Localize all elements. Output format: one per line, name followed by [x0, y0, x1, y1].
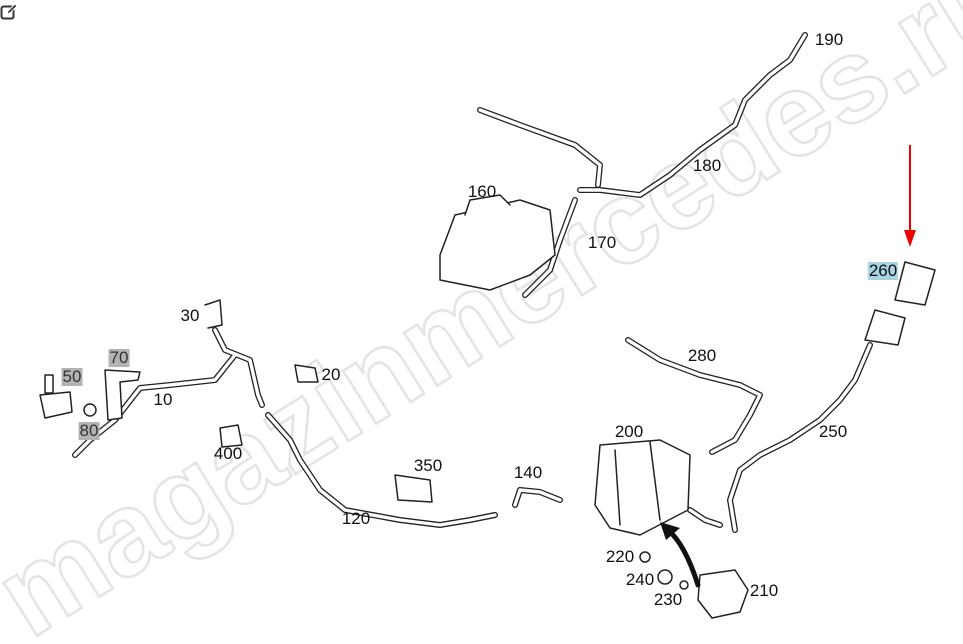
label-180[interactable]: 180	[692, 156, 722, 175]
label-170[interactable]: 170	[587, 233, 617, 252]
canister-160	[439, 199, 556, 291]
pump-210	[697, 569, 749, 619]
ring-230	[679, 580, 689, 590]
clip-20	[294, 364, 319, 383]
label-140[interactable]: 140	[513, 463, 543, 482]
bolt-220	[639, 551, 651, 563]
label-10[interactable]: 10	[153, 390, 173, 409]
holder-350	[394, 474, 433, 503]
red-arrow	[904, 145, 916, 247]
clip-400	[219, 424, 243, 448]
label-220[interactable]: 220	[605, 547, 635, 566]
seal-240	[657, 569, 673, 585]
bracket-70	[104, 369, 141, 421]
label-80[interactable]: 80	[78, 421, 100, 440]
bolt-80	[83, 403, 97, 417]
edit-icon[interactable]	[0, 3, 18, 21]
label-250[interactable]: 250	[818, 422, 848, 441]
label-200[interactable]: 200	[614, 422, 644, 441]
bracket-250	[864, 309, 906, 346]
label-160[interactable]: 160	[467, 182, 497, 201]
label-70[interactable]: 70	[108, 348, 130, 367]
label-120[interactable]: 120	[341, 509, 371, 528]
clip-30	[204, 299, 223, 329]
label-260-selected[interactable]: 260	[867, 261, 899, 280]
label-240[interactable]: 240	[625, 570, 655, 589]
label-350[interactable]: 350	[413, 456, 443, 475]
label-400[interactable]: 400	[213, 444, 243, 463]
label-30[interactable]: 30	[180, 306, 200, 325]
label-210[interactable]: 210	[749, 581, 779, 600]
valve-50	[39, 391, 73, 419]
label-20[interactable]: 20	[321, 365, 341, 384]
label-280[interactable]: 280	[687, 346, 717, 365]
valve-260	[894, 261, 936, 306]
label-230[interactable]: 230	[653, 590, 683, 609]
label-190[interactable]: 190	[814, 30, 844, 49]
canister-200	[594, 439, 691, 536]
label-50[interactable]: 50	[61, 367, 83, 386]
